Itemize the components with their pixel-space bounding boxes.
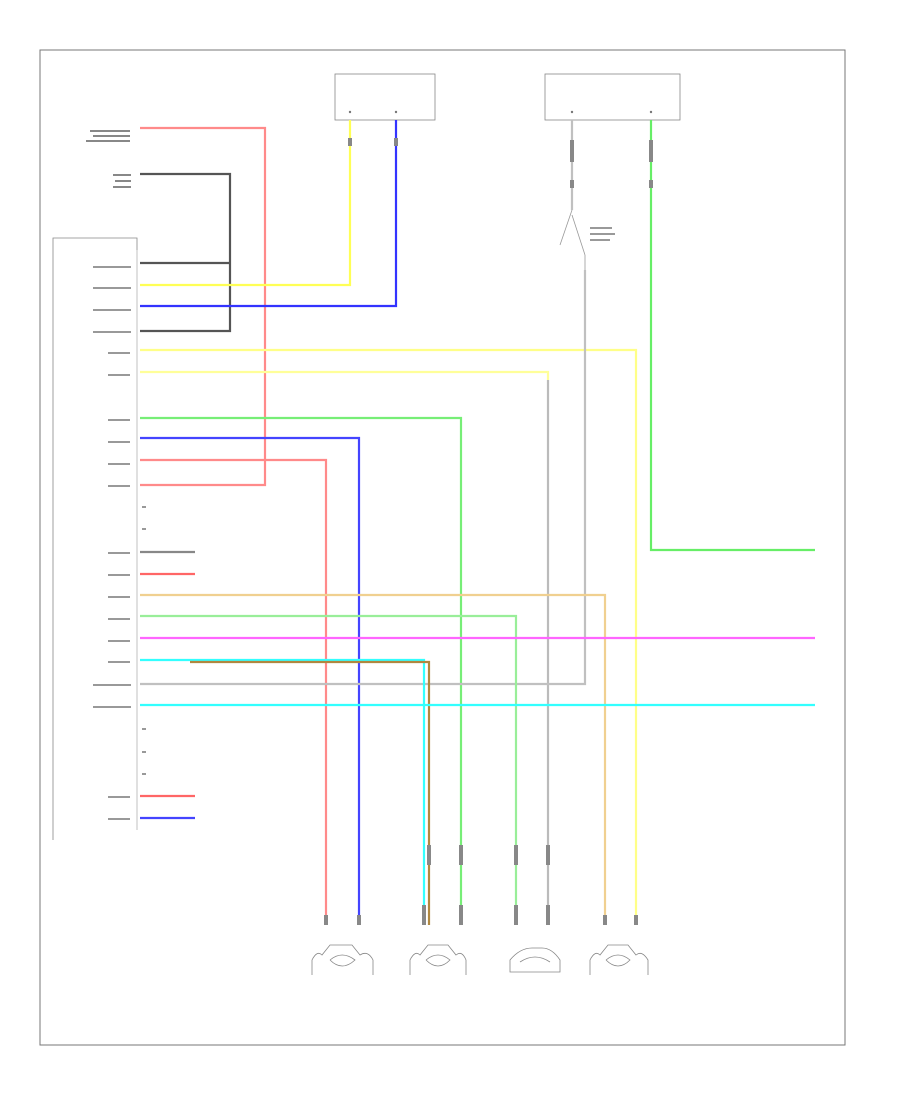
wire-brown bbox=[190, 660, 431, 925]
wire-ground bbox=[140, 172, 232, 333]
top-connector-right bbox=[544, 73, 681, 121]
wire-yellow-1 bbox=[140, 120, 352, 287]
drop-connectors bbox=[324, 138, 653, 925]
sensor-right-rear bbox=[311, 944, 374, 975]
diagram-frame bbox=[39, 49, 846, 1046]
wire-green-2 bbox=[140, 614, 518, 925]
wire-orange bbox=[140, 593, 607, 925]
pin-marks bbox=[93, 266, 146, 820]
wire-gray-stop bbox=[140, 270, 587, 686]
sensor-left-rear bbox=[509, 947, 561, 973]
wire-blue-2 bbox=[140, 436, 361, 925]
switch bbox=[559, 209, 615, 270]
left-sources bbox=[86, 130, 131, 188]
wire-green-1 bbox=[140, 416, 463, 925]
control-unit bbox=[52, 237, 138, 840]
wires bbox=[140, 120, 815, 925]
top-connector-left bbox=[334, 73, 436, 121]
wire-green-ipdm bbox=[649, 120, 815, 552]
wire-blue-1 bbox=[140, 120, 398, 308]
sensor-right-front bbox=[409, 944, 467, 975]
sensor-left-front bbox=[589, 944, 649, 975]
wire-lightyellow-long bbox=[140, 348, 638, 925]
wire-red-2 bbox=[140, 458, 328, 925]
wire-cyan bbox=[140, 658, 426, 925]
